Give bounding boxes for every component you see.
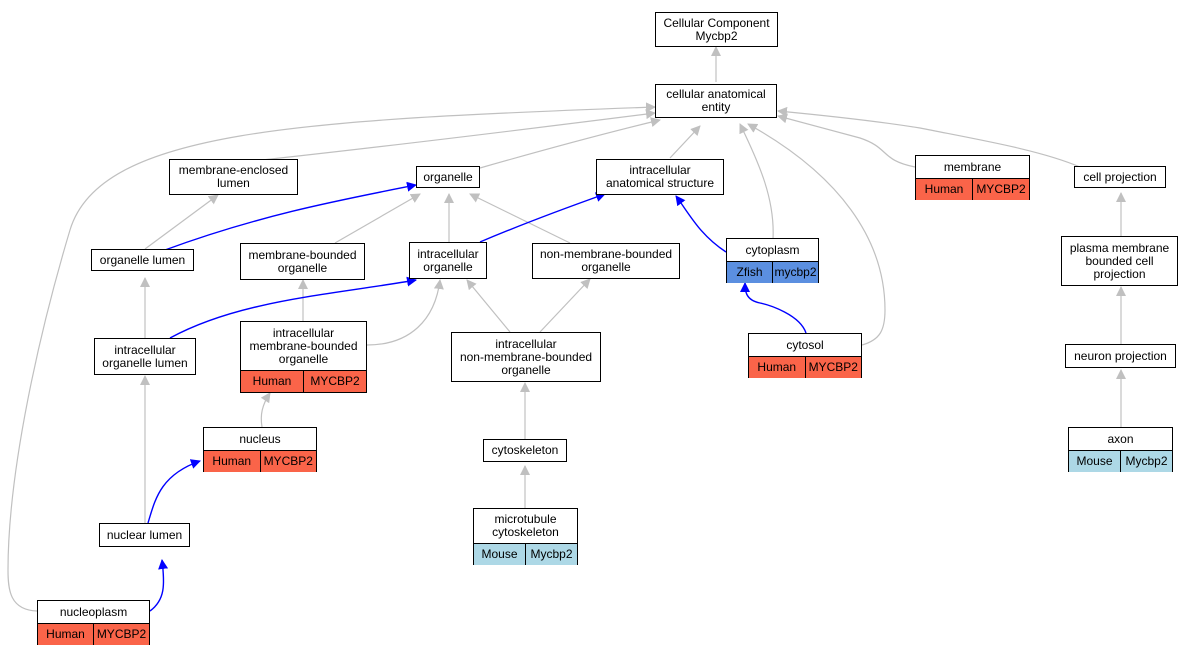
species-cell: Human — [749, 357, 805, 378]
node-membrane-bounded-organelle[interactable]: membrane-bounded organelle — [240, 243, 365, 280]
edge-iol-io-blue — [169, 276, 417, 339]
node-label: membrane-bounded organelle — [248, 247, 357, 275]
node-cytosol[interactable]: cytosol Human MYCBP2 — [748, 333, 862, 378]
node-microtubule-cytoskeleton[interactable]: microtubule cytoskeleton Mouse Mycbp2 — [473, 508, 578, 565]
node-membrane-enclosed-lumen[interactable]: membrane-enclosed lumen — [169, 159, 298, 195]
node-nuclear-lumen[interactable]: nuclear lumen — [99, 523, 190, 547]
node-label: cytoskeleton — [491, 443, 559, 457]
edge-cytoplasm-cae — [739, 123, 774, 240]
node-cytoplasm[interactable]: cytoplasm Zfish mycbp2 — [726, 238, 819, 283]
node-label: Cellular Component Mycbp2 — [663, 15, 770, 43]
node-label: intracellular organelle — [417, 246, 479, 274]
edge-nuclumen-nucleus-blue — [147, 459, 201, 524]
annotation-row: Mouse Mycbp2 — [474, 543, 577, 565]
node-neuron-projection[interactable]: neuron projection — [1065, 344, 1176, 368]
gene-cell: Mycbp2 — [1120, 451, 1172, 472]
edge-orglumen-organelle-blue — [164, 181, 417, 251]
node-label: membrane-enclosed lumen — [178, 163, 289, 190]
species-cell: Zfish — [727, 262, 772, 283]
node-organelle-lumen[interactable]: organelle lumen — [91, 249, 194, 271]
node-label: organelle — [423, 169, 473, 184]
annotation-row: Zfish mycbp2 — [727, 261, 818, 283]
edge-nucleoplasm-cae — [7, 102, 656, 612]
node-label: nucleoplasm — [59, 604, 128, 619]
node-label: cytosol — [786, 337, 824, 352]
edge-nucleoplasm-nuclumen-blue — [149, 559, 169, 612]
gene-cell: MYCBP2 — [804, 357, 861, 378]
edge-nmbo-organelle — [469, 193, 571, 244]
species-cell: Human — [204, 451, 260, 472]
node-intracellular-non-membrane-bounded-organelle[interactable]: intracellular non-membrane-bounded organ… — [451, 332, 601, 382]
node-label: intracellular organelle lumen — [102, 342, 188, 370]
edge-organelle-cae — [479, 117, 661, 169]
gene-cell: MYCBP2 — [972, 179, 1029, 200]
gene-cell: mycbp2 — [772, 262, 818, 283]
node-intracellular-organelle[interactable]: intracellular organelle — [409, 242, 487, 279]
node-root[interactable]: Cellular Component Mycbp2 — [655, 12, 778, 47]
node-nucleus[interactable]: nucleus Human MYCBP2 — [203, 427, 317, 472]
edge-cytoplasm-ias-blue — [675, 195, 727, 253]
node-label: cytoplasm — [745, 242, 800, 257]
node-label: plasma membrane bounded cell projection — [1069, 240, 1170, 281]
annotation-row: Human MYCBP2 — [241, 370, 366, 392]
edge-mel-cae — [261, 109, 656, 161]
node-label: axon — [1107, 431, 1134, 446]
edge-membrane-cae — [777, 113, 916, 168]
edge-orglumen-mel — [144, 194, 219, 250]
gene-cell: MYCBP2 — [303, 371, 366, 392]
gene-cell: Mycbp2 — [525, 544, 577, 565]
edge-nucleus-imbo — [260, 392, 271, 428]
node-intracellular-anatomical-structure[interactable]: intracellular anatomical structure — [596, 159, 724, 195]
node-cell-projection[interactable]: cell projection — [1074, 166, 1166, 188]
edge-io-ias-blue — [479, 192, 606, 243]
node-non-membrane-bounded-organelle[interactable]: non-membrane-bounded organelle — [532, 243, 680, 279]
species-cell: Mouse — [474, 544, 525, 565]
gene-cell: MYCBP2 — [93, 624, 149, 645]
node-label: non-membrane-bounded organelle — [539, 247, 673, 274]
node-cellular-anatomical-entity[interactable]: cellular anatomical entity — [655, 84, 777, 118]
node-label: intracellular non-membrane-bounded organ… — [459, 336, 593, 377]
gene-cell: MYCBP2 — [259, 451, 316, 472]
species-cell: Human — [916, 179, 972, 200]
node-organelle[interactable]: organelle — [416, 166, 480, 188]
node-plasma-membrane-bounded-cell-projection[interactable]: plasma membrane bounded cell projection — [1061, 236, 1178, 286]
node-label: nuclear lumen — [106, 527, 183, 542]
species-cell: Mouse — [1069, 451, 1120, 472]
node-label: cellular anatomical entity — [666, 87, 766, 114]
node-label: cell projection — [1083, 169, 1157, 184]
node-nucleoplasm[interactable]: nucleoplasm Human MYCBP2 — [37, 600, 150, 645]
annotation-row: Mouse Mycbp2 — [1069, 450, 1172, 472]
node-label: neuron projection — [1074, 348, 1167, 363]
node-label: microtubule cytoskeleton — [492, 512, 559, 539]
edge-inmbo-io — [466, 279, 511, 333]
edge-inmbo-nmbo — [539, 278, 591, 333]
annotation-row: Human MYCBP2 — [916, 178, 1029, 200]
node-intracellular-membrane-bounded-organelle[interactable]: intracellular membrane-bounded organelle… — [240, 321, 367, 393]
annotation-row: Human MYCBP2 — [38, 623, 149, 645]
edge-cytosol-cytoplasm-blue — [740, 282, 807, 334]
node-label: intracellular membrane-bounded organelle — [249, 325, 358, 366]
node-membrane[interactable]: membrane Human MYCBP2 — [915, 155, 1030, 200]
species-cell: Human — [38, 624, 93, 645]
node-cytoskeleton[interactable]: cytoskeleton — [483, 439, 567, 462]
annotation-row: Human MYCBP2 — [749, 356, 861, 378]
node-label: intracellular anatomical structure — [605, 163, 715, 190]
edge-imbo-io — [366, 279, 444, 346]
node-label: nucleus — [239, 431, 281, 446]
edge-cytosol-cae — [747, 123, 886, 346]
edge-mbo-organelle — [334, 193, 421, 244]
edge-cellproj-cae — [777, 106, 1081, 168]
node-label: membrane — [943, 159, 1002, 174]
node-axon[interactable]: axon Mouse Mycbp2 — [1068, 427, 1173, 472]
node-label: organelle lumen — [99, 252, 186, 267]
edge-ias-cae — [669, 125, 701, 159]
node-intracellular-organelle-lumen[interactable]: intracellular organelle lumen — [94, 338, 196, 375]
species-cell: Human — [241, 371, 303, 392]
annotation-row: Human MYCBP2 — [204, 450, 316, 472]
